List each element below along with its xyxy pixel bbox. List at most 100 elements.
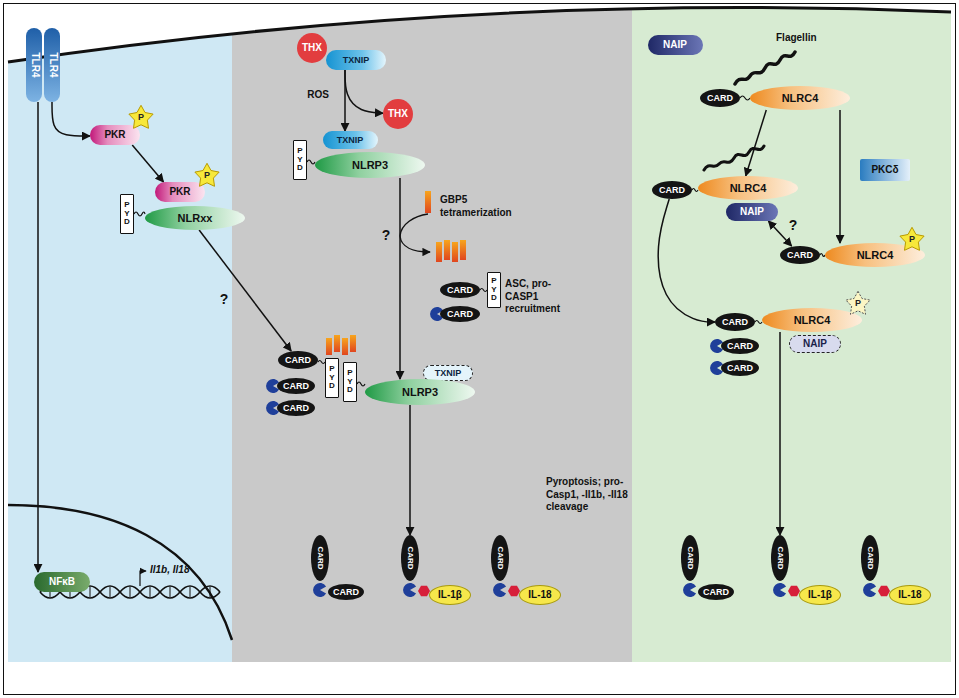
pyd-domain: PYD: [487, 272, 501, 308]
tetramerization-arrow: [400, 214, 430, 252]
node-text: CARD: [659, 186, 685, 195]
caspase-domain: [683, 583, 696, 597]
node-text: P: [138, 113, 144, 122]
node-text: CARD: [703, 588, 729, 597]
cytokine-ellipse: IL-18: [889, 585, 931, 605]
kinase-pill: PKR: [90, 125, 140, 145]
node-text: THX: [388, 109, 408, 119]
thioredoxin-circle: THX: [383, 99, 413, 129]
card-domain: CARD: [721, 338, 759, 354]
gbp5-bar: [460, 240, 466, 260]
naip-pill: NAIP: [726, 203, 778, 221]
node-text: PYD: [123, 201, 131, 227]
nlr-protein: NLRxx: [145, 206, 245, 230]
node-text: NFκB: [49, 577, 75, 587]
kinase-pill: PKR: [155, 182, 205, 202]
arrow-connector: [839, 110, 841, 243]
node-text: TLR4: [47, 53, 57, 78]
node-text: CARD: [722, 318, 748, 327]
naip-pill: NAIP: [648, 35, 703, 55]
card-domain: CARD: [700, 89, 740, 107]
arrow-connector: [746, 110, 767, 176]
gbp5-tetramer: [326, 335, 356, 355]
linker: [755, 321, 762, 324]
nlrc4-protein: NLRC4: [698, 176, 798, 200]
node-text: PYD: [296, 147, 304, 173]
node-text: IL-18: [898, 590, 921, 600]
node-text: P: [855, 299, 861, 308]
gbp5-bar: [444, 240, 450, 260]
card-domain: CARD: [277, 400, 315, 416]
pyd-domain: PYD: [293, 140, 307, 180]
node-text: NLRC4: [857, 250, 894, 261]
frame: [4, 4, 956, 695]
card-domain: CARD: [681, 535, 699, 581]
card-domain: CARD: [440, 282, 480, 298]
star-outline: [129, 105, 153, 128]
node-text: CARD: [283, 404, 309, 413]
node-text: CARD: [707, 94, 733, 103]
cytokine-ellipse: IL-1β: [799, 585, 841, 605]
node-text: PKCδ: [871, 165, 898, 175]
node-text: CARD: [787, 251, 813, 260]
node-text: THX: [302, 43, 322, 53]
gbp5-bar: [326, 338, 332, 355]
phospho-star: P: [845, 290, 871, 316]
node-text: IL-1β: [808, 590, 832, 600]
node-text: PYD: [490, 277, 498, 303]
gbp5-bar: [350, 335, 356, 352]
gbp5-bar: [452, 242, 458, 262]
card-domain: CARD: [698, 584, 734, 600]
arrow-connector: [37, 102, 39, 572]
gbp5-monomer: [425, 191, 431, 213]
edge-label: ?: [220, 291, 229, 309]
star-outline: [846, 291, 870, 314]
receptor: TLR4: [44, 28, 60, 102]
node-text: P: [909, 235, 915, 244]
card-domain: CARD: [652, 181, 692, 199]
arrow-connector: [779, 332, 781, 535]
transcription-factor: NFκB: [34, 572, 90, 592]
cell-membrane: [8, 8, 951, 62]
node-text: NLRC4: [730, 183, 767, 194]
pyd-domain: PYD: [343, 362, 357, 402]
card-domain: CARD: [861, 535, 879, 581]
node-text: CARD: [283, 382, 309, 391]
nlrc4-protein: NLRC4: [762, 308, 862, 332]
cytokine-ellipse: IL-18: [519, 585, 561, 605]
phospho-star: P: [194, 162, 220, 188]
node-text: PKR: [104, 130, 125, 140]
txnip-pill: TXNIP: [323, 131, 378, 149]
middle-panel: [232, 8, 632, 662]
left-panel: [8, 8, 232, 662]
card-domain: CARD: [780, 246, 820, 264]
gbp5-bar: [436, 242, 442, 262]
card-domain: CARD: [771, 535, 789, 581]
flagellin-filament: [704, 146, 764, 170]
arrow-connector: [132, 145, 163, 182]
edge-label: ?: [789, 217, 798, 235]
node-text: NLRP3: [352, 160, 388, 171]
node-text: NAIP: [803, 339, 827, 349]
caspase-domain: [493, 583, 506, 597]
node-text: P: [204, 171, 210, 180]
node-text: CARD: [447, 286, 473, 295]
right-panel: [632, 8, 951, 662]
node-text: NLRC4: [782, 93, 819, 104]
node-text: NLRC4: [794, 315, 831, 326]
card-domain: CARD: [278, 351, 318, 369]
transcription-arrow: [140, 571, 146, 586]
annotation-label: Flagellin: [776, 32, 817, 45]
node-text: CARD: [406, 546, 414, 569]
arrow-connector: [768, 221, 791, 246]
edge-label: ROS: [307, 89, 329, 102]
card-domain: CARD: [401, 535, 419, 581]
node-text: IL-1β: [438, 590, 462, 600]
node-text: NLRP3: [402, 387, 438, 398]
card-domain: CARD: [277, 378, 315, 394]
card-domain: CARD: [491, 535, 509, 581]
card-domain: CARD: [715, 313, 755, 331]
flagellin-filament: [735, 52, 795, 84]
annotation-label: Pyroptosis; pro-Casp1, -Il1b, -Il18 clea…: [546, 476, 646, 514]
cytokine-ellipse: IL-1β: [429, 585, 471, 605]
